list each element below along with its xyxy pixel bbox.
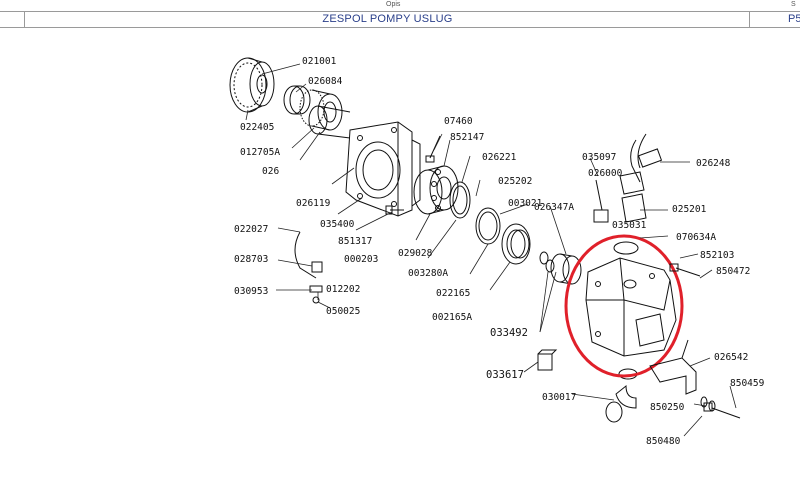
part-label: 035400 xyxy=(320,219,355,230)
part-label: 050025 xyxy=(326,306,360,317)
part-label: 022165 xyxy=(436,288,470,299)
part-label: 026248 xyxy=(696,158,731,169)
snap-ring-2 xyxy=(475,207,501,245)
part-label: 850480 xyxy=(646,436,681,447)
part-label: 026347A xyxy=(534,202,574,213)
part-label: 030017 xyxy=(542,392,576,403)
part-label: 025202 xyxy=(498,176,532,187)
header-title-cell: ZESPOL POMPY USLUG xyxy=(24,11,751,28)
spur-gear xyxy=(229,57,275,113)
page-title: ZESPOL POMPY USLUG xyxy=(322,13,453,25)
part-label: 852103 xyxy=(700,250,734,261)
part-label: 850472 xyxy=(716,266,750,277)
small-block xyxy=(537,349,558,371)
part-label: 029028 xyxy=(398,248,433,259)
seal-ring xyxy=(501,223,531,265)
part-label: 850250 xyxy=(650,402,685,413)
gear-shaft xyxy=(308,105,351,139)
part-label: 851317 xyxy=(338,236,372,247)
header-page-cell: P5 xyxy=(749,11,800,28)
part-label: 003021 xyxy=(508,198,543,209)
part-label: 026000 xyxy=(588,168,623,179)
part-label: 026084 xyxy=(308,76,343,87)
part-label: 022405 xyxy=(240,122,274,133)
pump-oring-top xyxy=(613,241,639,255)
elbow-fitting xyxy=(619,133,663,223)
part-label: 012705A xyxy=(240,147,280,158)
part-label: 033492 xyxy=(490,327,528,339)
part-label: 07460 xyxy=(444,116,473,127)
opis-label: Opis xyxy=(386,1,401,8)
part-label: 852147 xyxy=(450,132,484,143)
part-label: 035031 xyxy=(612,220,647,231)
part-label: 025201 xyxy=(672,204,707,215)
pump-body xyxy=(585,257,677,357)
part-label: 026221 xyxy=(482,152,517,163)
part-label: 035097 xyxy=(582,152,616,163)
part-label: 026542 xyxy=(714,352,748,363)
part-label: 026 xyxy=(262,166,279,177)
coupling-gear xyxy=(550,253,582,285)
s-label: S xyxy=(791,1,796,8)
bushing-ring xyxy=(283,85,311,115)
part-label: 000203 xyxy=(344,254,378,265)
exploded-parts-diagram: 021001 026084 022405 012705A 026 026119 … xyxy=(229,56,765,447)
small-screw xyxy=(385,205,404,215)
part-label: 021001 xyxy=(302,56,337,67)
elbow-lower xyxy=(605,384,637,423)
part-label: 003280A xyxy=(408,268,448,279)
part-label: 033617 xyxy=(486,369,524,381)
part-label: 850459 xyxy=(730,378,765,389)
part-label: 022027 xyxy=(234,224,268,235)
small-valve xyxy=(593,179,609,223)
washer-stack xyxy=(700,396,716,412)
housing-bolt xyxy=(425,135,441,163)
snap-ring-1 xyxy=(449,181,471,219)
part-label: 012202 xyxy=(326,284,360,295)
part-label: 070634A xyxy=(676,232,716,243)
part-label: 028703 xyxy=(234,254,268,265)
washers xyxy=(539,251,555,273)
pump-highlight-ring xyxy=(564,234,684,378)
leader-lines xyxy=(245,63,737,437)
header-bar: Opis S ZESPOL POMPY USLUG P5 xyxy=(0,0,800,28)
page-number: P5 xyxy=(788,13,800,25)
needle-bearing xyxy=(299,89,343,131)
mount-bracket xyxy=(649,339,697,395)
part-label: 026119 xyxy=(296,198,331,209)
part-labels: 021001 026084 022405 012705A 026 026119 … xyxy=(234,56,765,447)
pump-bolt xyxy=(669,263,701,277)
part-label: 030953 xyxy=(234,286,268,297)
header-left-cell xyxy=(0,11,25,28)
part-label: 002165A xyxy=(432,312,472,323)
bearing-housing xyxy=(345,121,421,217)
